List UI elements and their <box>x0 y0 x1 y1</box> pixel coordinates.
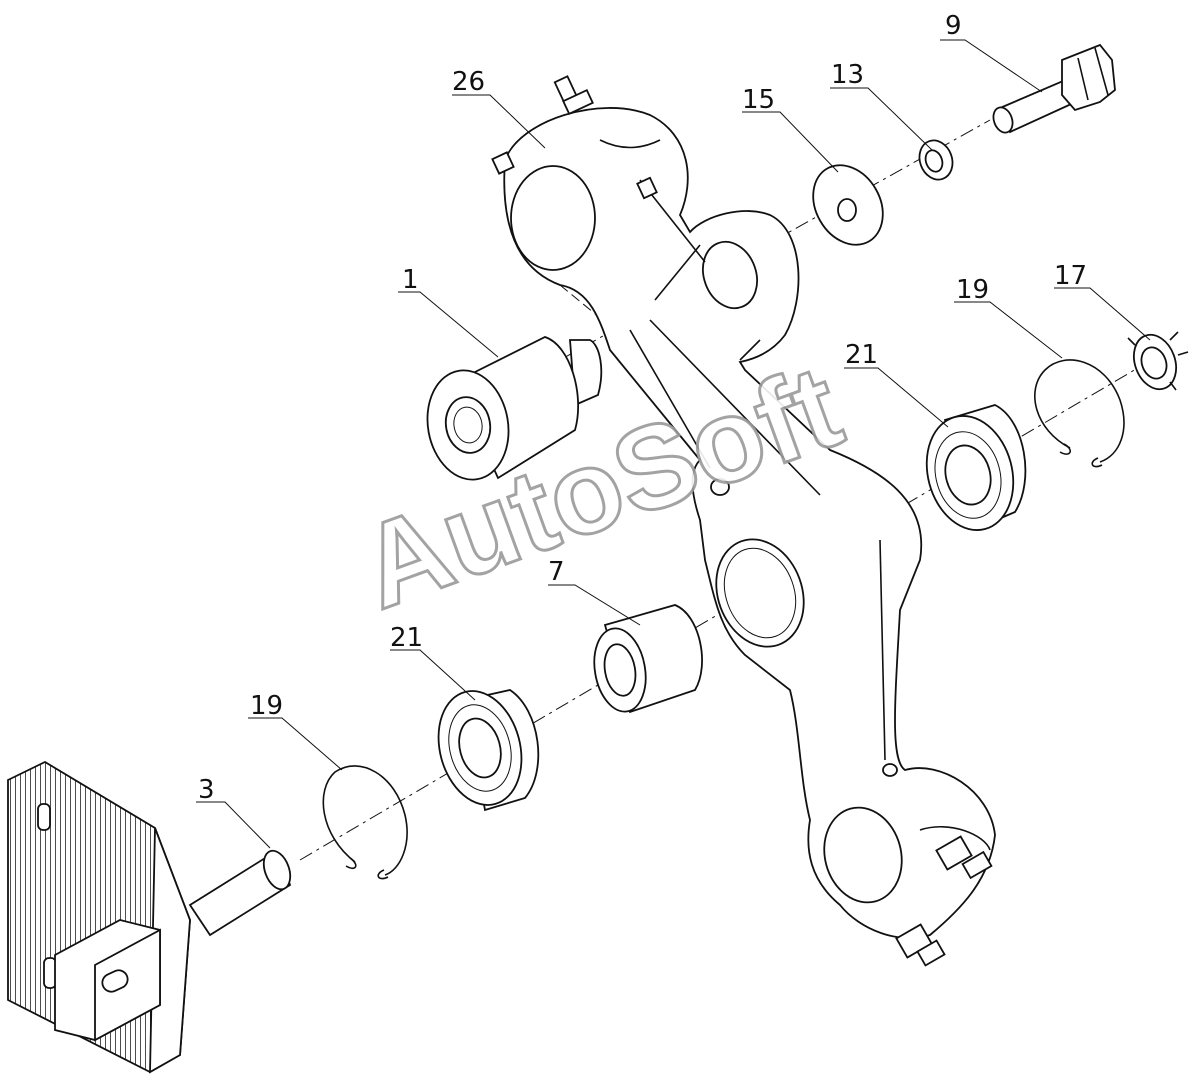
bearing-upper-part <box>925 404 1027 531</box>
snap-ring-lower-part <box>322 765 408 880</box>
callout-3: 3 <box>198 775 215 805</box>
callout-17: 17 <box>1054 261 1087 291</box>
callout-19-upper: 19 <box>956 275 989 305</box>
callout-7: 7 <box>548 557 565 587</box>
leader-lines <box>196 39 1151 849</box>
callout-1: 1 <box>402 265 419 295</box>
callout-21-lower: 21 <box>390 623 423 653</box>
bearing-lower-part <box>437 689 540 812</box>
callout-15: 15 <box>742 85 775 115</box>
callout-13: 13 <box>831 60 864 90</box>
flat-washer-part <box>812 164 884 246</box>
lock-washer-part <box>918 139 954 181</box>
tab-washer-part <box>1127 331 1189 391</box>
callout-19-lower: 19 <box>250 691 283 721</box>
bolt-part <box>992 43 1116 134</box>
plate-shaft-part <box>7 760 292 1074</box>
sleeve-part <box>593 604 703 714</box>
callout-9: 9 <box>945 11 962 41</box>
callout-21-upper: 21 <box>845 340 878 370</box>
snap-ring-upper-part <box>1034 359 1125 468</box>
bushing-part <box>426 336 603 481</box>
callouts: 26 15 13 9 1 21 19 17 7 21 19 3 <box>198 11 1087 805</box>
callout-26: 26 <box>452 67 485 97</box>
lever-bracket-part <box>491 75 996 967</box>
